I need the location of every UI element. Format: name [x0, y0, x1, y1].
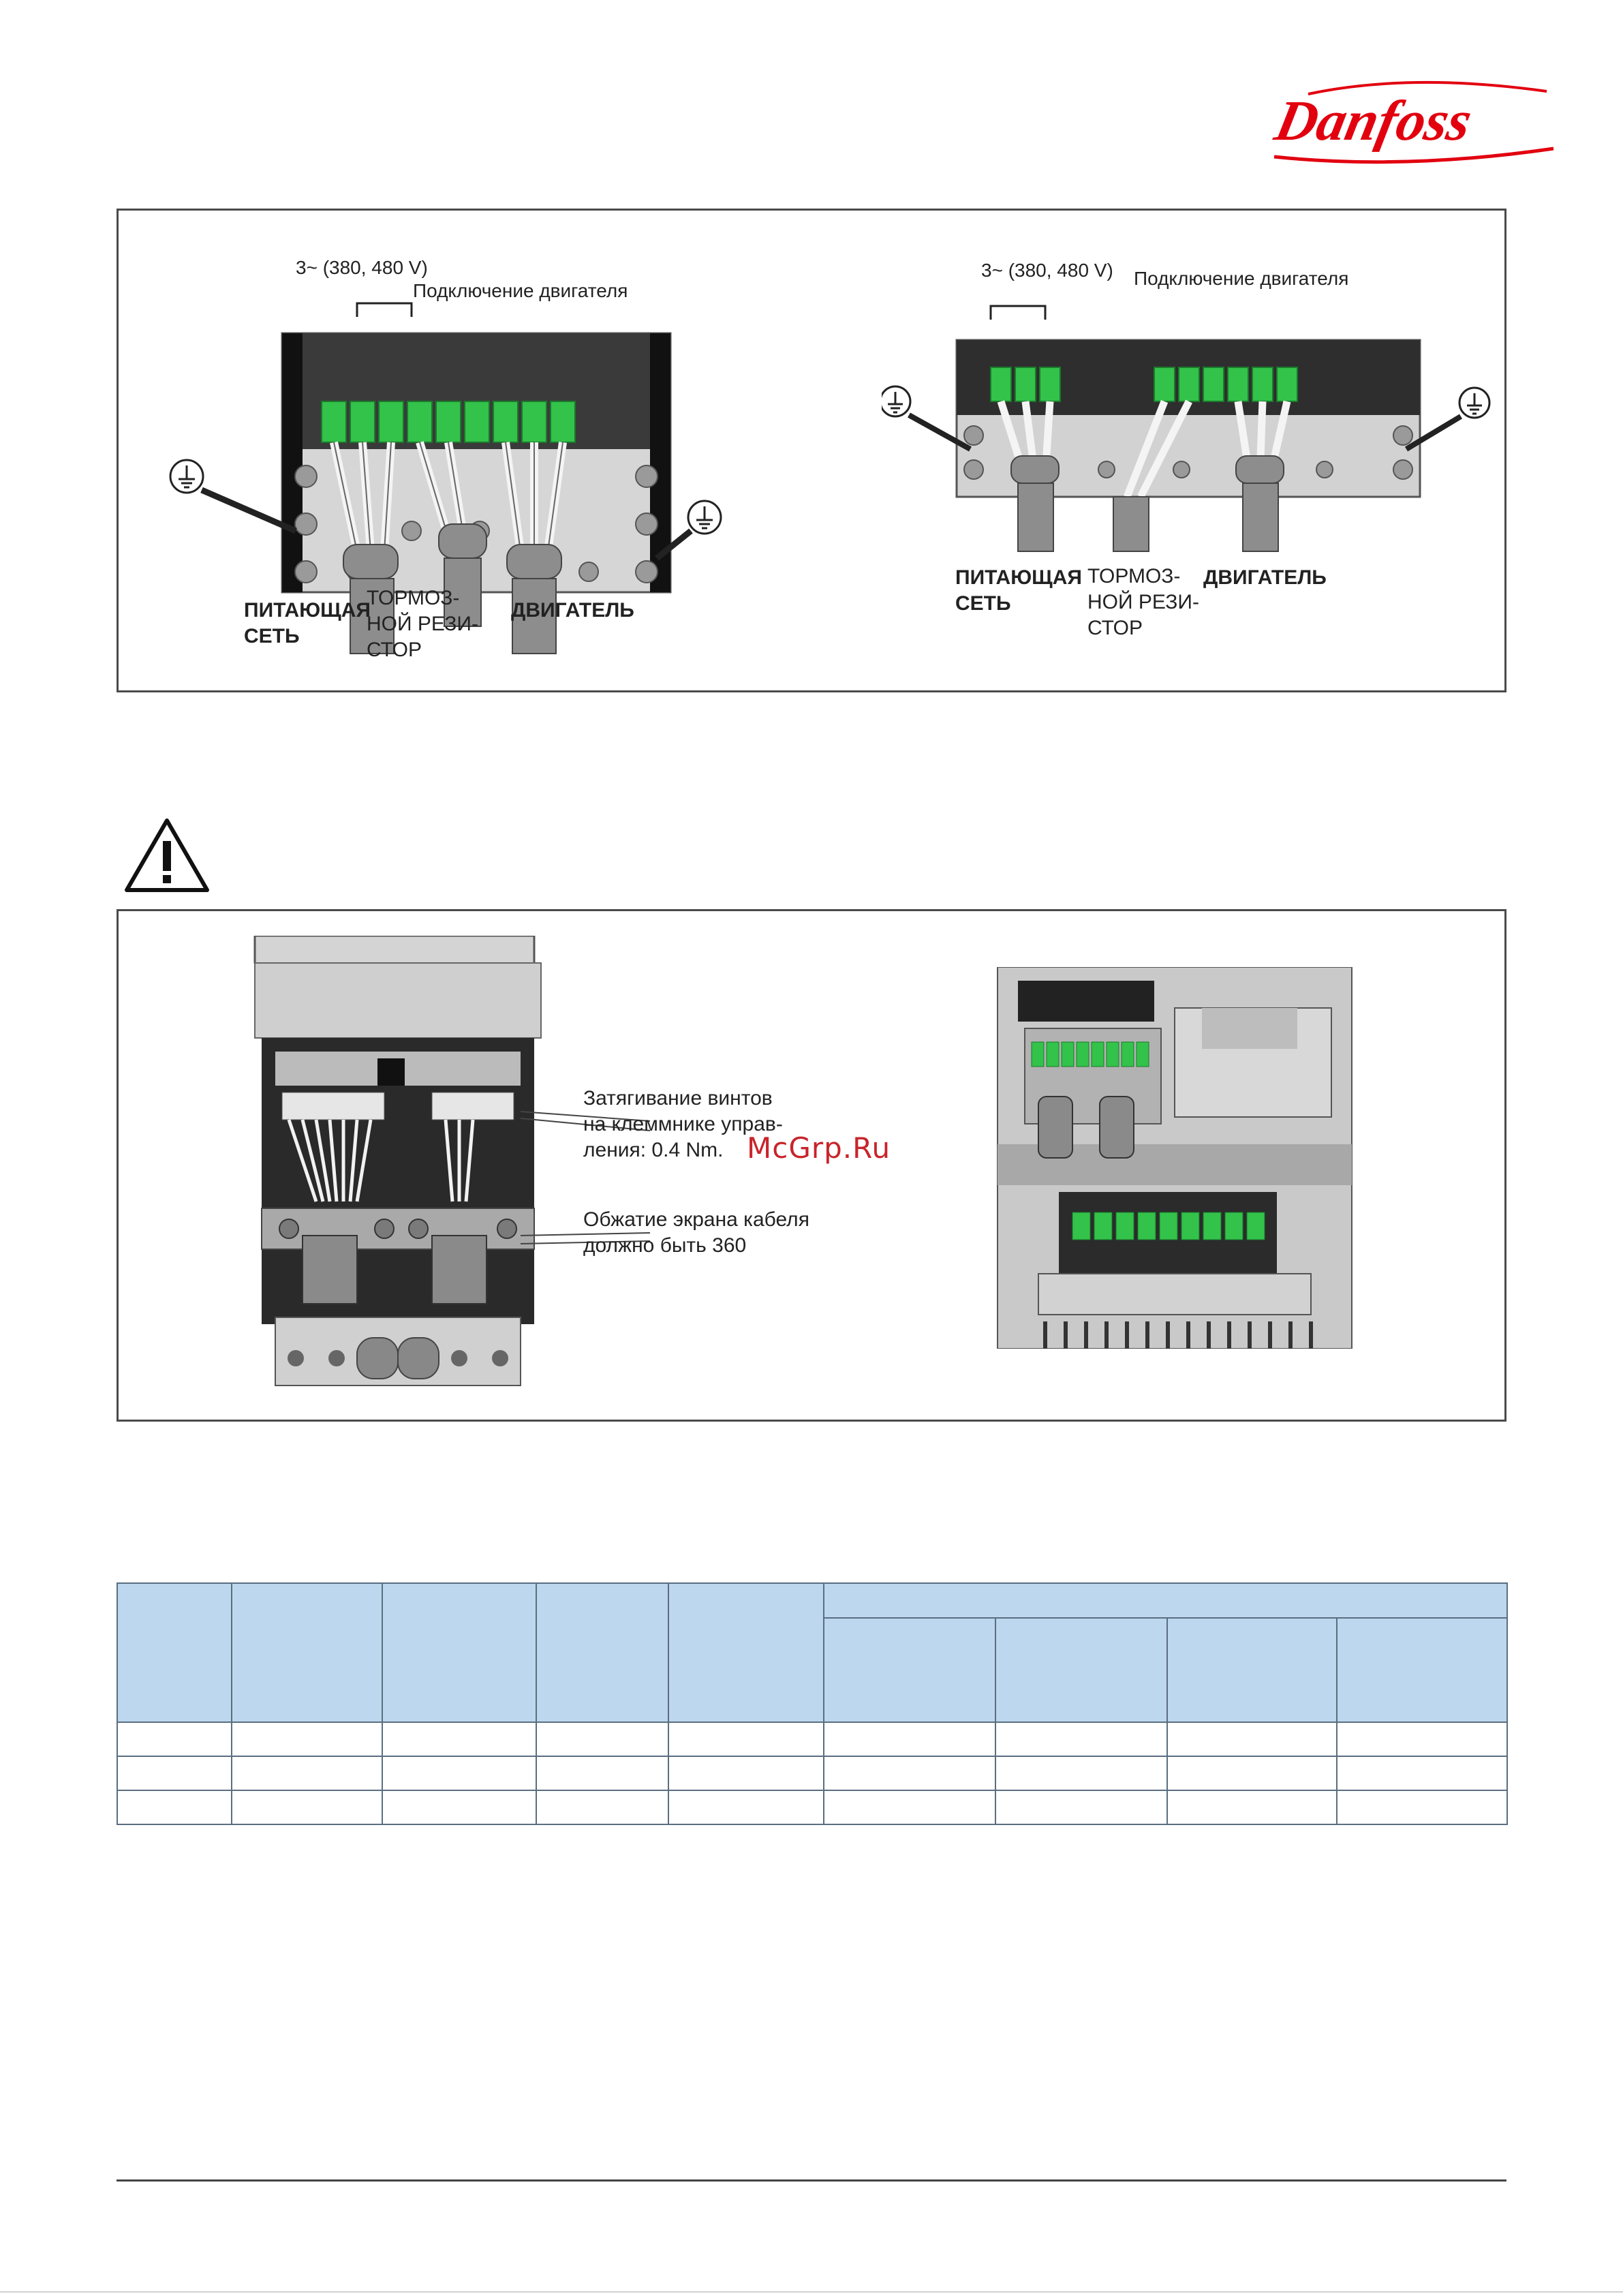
table-header-cell: [536, 1582, 669, 1723]
table-subheader-cell: [1166, 1617, 1338, 1723]
left-brake-resistor-label: ТОРМОЗ-НОЙ РЕЗИ-СТОР: [367, 587, 478, 661]
warning-icon: [125, 818, 209, 892]
right-motor-label: ДВИГАТЕЛЬ: [1203, 566, 1327, 589]
danfoss-logo: Danfoss: [1269, 80, 1554, 164]
table-row: [117, 1721, 1508, 1757]
right-supply-label: 3~ (380, 480 V): [981, 260, 1113, 281]
watermark-text: McGrp.Ru: [747, 1131, 891, 1165]
table-subheader-cell: [995, 1617, 1168, 1723]
table-subheader-cell: [1336, 1617, 1508, 1723]
right-motor-connection-label: Подключение двигателя: [1134, 268, 1349, 289]
page-bottom-edge: [0, 2291, 1623, 2293]
drive-control-left-illustration: [253, 936, 651, 1386]
table-header-cell: [231, 1582, 383, 1723]
table-subheader-cell: [823, 1617, 996, 1723]
left-supply-label: 3~ (380, 480 V): [296, 257, 428, 278]
footer-divider: [117, 2179, 1506, 2182]
drive-right-illustration: [882, 305, 1491, 552]
table-row: [117, 1756, 1508, 1791]
table-header-group-cell: [823, 1582, 1508, 1619]
right-brake-resistor-label: ТОРМОЗ-НОЙ РЕЗИ-СТОР: [1087, 565, 1199, 639]
table-header-cell: [668, 1582, 824, 1723]
table-header-cell: [382, 1582, 537, 1723]
left-motor-label: ДВИГАТЕЛЬ: [511, 599, 634, 622]
figure-wiring-power: 3~ (380, 480 V) Подключение двигателя ПИ…: [117, 209, 1506, 692]
table-header-row: [117, 1582, 1508, 1723]
spec-table: [117, 1582, 1508, 1825]
drive-control-right-illustration: [997, 967, 1352, 1349]
svg-text:Danfoss: Danfoss: [1269, 89, 1477, 153]
left-motor-connection-label: Подключение двигателя: [413, 280, 628, 301]
drive-left-illustration: [169, 302, 722, 654]
table-header-cell: [117, 1582, 232, 1723]
table-row: [117, 1790, 1508, 1825]
table-subheader-row: [117, 1617, 1508, 1723]
